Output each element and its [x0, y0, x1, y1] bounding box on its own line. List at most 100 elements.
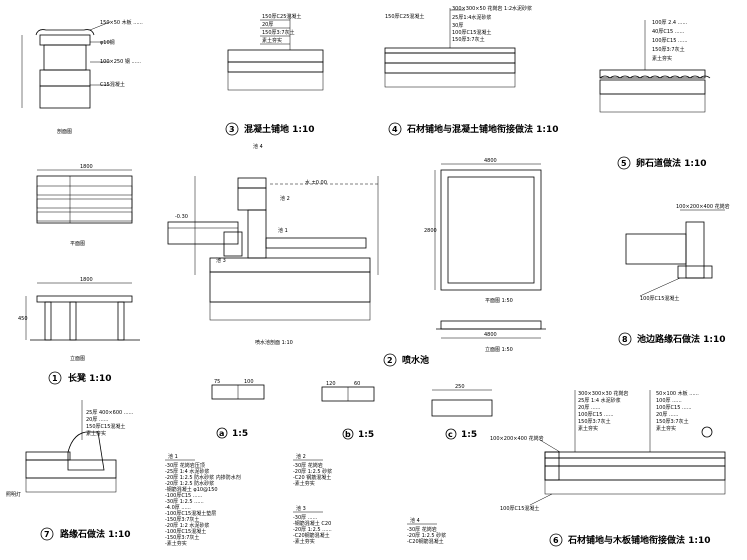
note: 100厚 ......	[656, 398, 682, 404]
title-number: 5	[621, 159, 627, 168]
detail-title: 池边路缘石做法 1:10	[637, 333, 726, 345]
legend-item: -30厚 ......	[293, 515, 318, 521]
legend-item: -100厚C15混凝土	[165, 528, 206, 535]
note: 素土夯实	[652, 55, 672, 62]
legend-item: -20厚 1:2 水泥砂浆	[165, 522, 209, 529]
note: 素土夯实	[656, 425, 676, 432]
sublabel: 喷水池剖面 1:10	[255, 339, 293, 346]
title-number: 6	[553, 536, 559, 545]
detail-title: 路缘石做法 1:10	[60, 528, 131, 540]
detail-title: 1:5	[358, 430, 374, 440]
legend-title: 池 2	[296, 453, 306, 460]
note: 150厚C25混凝土	[385, 13, 424, 20]
dimension: 120	[326, 381, 336, 387]
detail-6-stone-timber-junction: 300×300×30 花岗岩 25厚 1:4 水泥砂浆 20厚 ...... 1…	[490, 390, 726, 547]
bench-plan: 1800 平面图	[36, 164, 133, 247]
note: 100×200×400 花岗岩	[676, 203, 730, 210]
note: 100×250 钢 ......	[100, 58, 141, 65]
detail-c: 250 c 1:5	[431, 384, 493, 440]
dimension: 60	[354, 381, 360, 387]
note: 150厚3:7灰土	[652, 46, 685, 53]
legend-item: -C20钢筋混凝土	[293, 532, 330, 539]
note: 20厚 ......	[86, 417, 109, 423]
dimension: 450	[18, 316, 28, 322]
note: 100厚C15 ......	[656, 405, 692, 411]
note: 150×50 木板 ......	[100, 19, 143, 26]
title-number: b	[345, 430, 351, 439]
note: 150厚3:7灰土	[578, 418, 611, 425]
note: 100厚C15混凝土	[500, 505, 539, 512]
note: 100厚C15 ......	[578, 412, 614, 418]
note: 素土夯实	[262, 37, 282, 44]
sublabel: 立面图	[70, 355, 85, 362]
legend-item: -C20 钢筋混凝土	[293, 474, 331, 481]
section-detail-topleft: 150×50 木板 ...... φ10钢 100×250 钢 ...... C…	[21, 19, 143, 135]
legend-item: -100厚C15 ......	[165, 493, 203, 499]
title-number: 7	[44, 530, 50, 539]
title-number: c	[448, 430, 453, 439]
legend-item: -钢筋混凝土 φ10@150	[165, 486, 218, 493]
mark: 池 4	[253, 143, 263, 150]
note: 150厚C15混凝土	[86, 423, 125, 430]
dimension: 2800	[424, 228, 437, 234]
note: 30厚	[452, 23, 463, 29]
detail-3-concrete-paving: 150厚C25混凝土 20厚 150厚3:7灰土 素土夯实 3 混凝土铺地 1:…	[225, 13, 324, 136]
fountain-section: 池 4 池 2 池 1 池 3 水 ±0.00 -0.30 喷水池剖面 1:10…	[167, 143, 429, 367]
legend-item: -20厚 1:2.5 砂浆	[407, 532, 446, 539]
legend-item: -100厚C15混凝土垫层	[165, 510, 216, 517]
note: 25厚 1:4 水泥砂浆	[578, 397, 621, 404]
legend-item: -20厚 1:2.5 防水砂浆 内掺防水剂	[165, 474, 241, 481]
bench-elevation: 1800 450 立面图 1 长凳 1:10	[18, 277, 140, 385]
dimension: 1800	[80, 164, 93, 170]
detail-title: 石材铺地与木板铺地衔接做法 1:10	[567, 534, 711, 546]
note: 100厚C15混凝土	[452, 29, 491, 36]
note: 20厚 ......	[656, 412, 679, 418]
legend-item: -150厚3:7灰土	[165, 516, 199, 523]
note: 50×100 木板 ......	[656, 390, 699, 397]
note: 20厚	[262, 22, 273, 28]
detail-title: 石材铺地与混凝土铺地衔接做法 1:10	[406, 123, 559, 135]
legend-item: -素土夯实	[293, 538, 315, 545]
mark: 池 2	[280, 195, 290, 202]
legend-pool-1: 池 1 -30厚 花岗岩压顶 -25厚 1:4 水泥砂浆 -20厚 1:2.5 …	[165, 453, 241, 547]
legend-title: 池 3	[296, 505, 306, 512]
legend-item: -30厚 花岗岩	[407, 526, 437, 533]
dimension: 100	[244, 379, 254, 385]
note: 150厚C25混凝土	[262, 13, 301, 20]
dimension: 250	[455, 384, 465, 390]
sublabel: 平面图	[70, 241, 85, 247]
detail-4-stone-concrete-junction: 300×300×50 花岗岩 1:2水泥砂浆 25厚1:4水泥砂浆 30厚 10…	[384, 5, 559, 136]
legend-pool-3: 池 3 -30厚 ...... -钢筋混凝土 C20 -20厚 1:2.5 ..…	[293, 505, 332, 545]
note: 20厚 ......	[578, 405, 601, 411]
note: 100厚 2.4 ......	[652, 20, 688, 26]
legend-item: -钢筋混凝土 C20	[293, 520, 331, 527]
note: 素土夯实	[86, 430, 106, 437]
detail-a: 75 100 a 1:5	[211, 379, 265, 439]
title-number: 1	[52, 374, 58, 383]
legend-pool-4: 池 4 -30厚 花岗岩 -20厚 1:2.5 砂浆 -C20钢筋混凝土	[407, 517, 446, 545]
sublabel: 平面图 1:50	[485, 298, 513, 304]
legend-pool-2: 池 2 -30厚 花岗岩 -20厚 1:2.5 砂浆 -C20 钢筋混凝土 -素…	[293, 453, 332, 487]
note: 150厚3:7灰土	[262, 29, 295, 36]
detail-8-pool-curb: 100×200×400 花岗岩 100厚C15混凝土 8 池边路缘石做法 1:1…	[618, 203, 730, 346]
note: 300×300×30 花岗岩	[578, 390, 628, 397]
note: 150厚3:7灰土	[452, 36, 485, 43]
mark: 水 ±0.00	[305, 179, 327, 186]
detail-5-pebble-path: 100厚 2.4 ...... 40厚C15 ...... 100厚C15 ..…	[599, 20, 711, 170]
title-number: 8	[622, 335, 628, 344]
legend-item: -素土夯实	[293, 480, 315, 487]
mark: 池 3	[216, 257, 226, 264]
detail-title: 混凝土铺地 1:10	[244, 123, 315, 135]
mark: 池 1	[278, 227, 288, 234]
title-number: 4	[392, 125, 398, 134]
legend-title: 池 1	[168, 453, 178, 460]
dimension: 4800	[484, 332, 497, 338]
title-number: 3	[229, 125, 235, 134]
legend-item: -20厚 1:2.5 ......	[293, 527, 332, 533]
dimension: 4800	[484, 158, 497, 164]
legend-item: -150厚3:7灰土	[165, 534, 199, 541]
legend-item: -20厚 1:2.5 砂浆	[293, 468, 332, 475]
detail-title: 1:5	[461, 430, 477, 440]
legend-item: -30厚 1:2.5 ......	[165, 499, 204, 505]
